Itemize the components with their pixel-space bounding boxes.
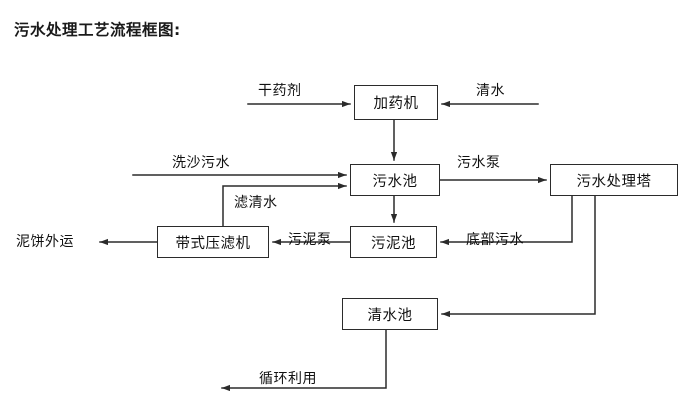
edge-label-recycle-reuse: 循环利用	[259, 371, 317, 387]
node-sludge-pool[interactable]: 污泥池	[350, 226, 437, 258]
node-belt-filter-press[interactable]: 带式压滤机	[157, 226, 269, 258]
edge-label-wastewater-pump: 污水泵	[457, 155, 501, 171]
node-wastewater-pool[interactable]: 污水池	[350, 164, 440, 196]
node-clearwater-pool[interactable]: 清水池	[342, 298, 438, 330]
edge-label-sludge-pump: 污泥泵	[288, 232, 332, 248]
node-dosing-machine[interactable]: 加药机	[354, 85, 438, 120]
edge-label-filtered-clear-water: 滤清水	[234, 195, 278, 211]
edge-label-bottom-wastewater: 底部污水	[466, 232, 524, 248]
terminal-mud-cake-out: 泥饼外运	[16, 234, 74, 250]
node-label: 清水池	[367, 307, 413, 324]
terminal-clean-water: 清水	[476, 83, 505, 99]
edge-tower-to-sludge-pool	[440, 195, 573, 246]
node-label: 污泥池	[371, 235, 416, 252]
node-label: 污水池	[372, 173, 418, 190]
edge-tower-to-clearwater-pool	[441, 195, 596, 318]
edge-filtrate-to-wastewater-pool	[222, 182, 347, 227]
terminal-dry-chemical: 干药剂	[258, 83, 302, 99]
page-title: 污水处理工艺流程框图:	[14, 21, 181, 39]
node-treatment-tower[interactable]: 污水处理塔	[550, 164, 678, 196]
node-label: 加药机	[373, 96, 419, 112]
node-label: 污水处理塔	[576, 173, 652, 190]
edge-clearwater-pool-to-recycle	[221, 329, 387, 392]
terminal-sand-wash-water: 洗沙污水	[172, 155, 230, 171]
node-label: 带式压滤机	[175, 235, 251, 252]
